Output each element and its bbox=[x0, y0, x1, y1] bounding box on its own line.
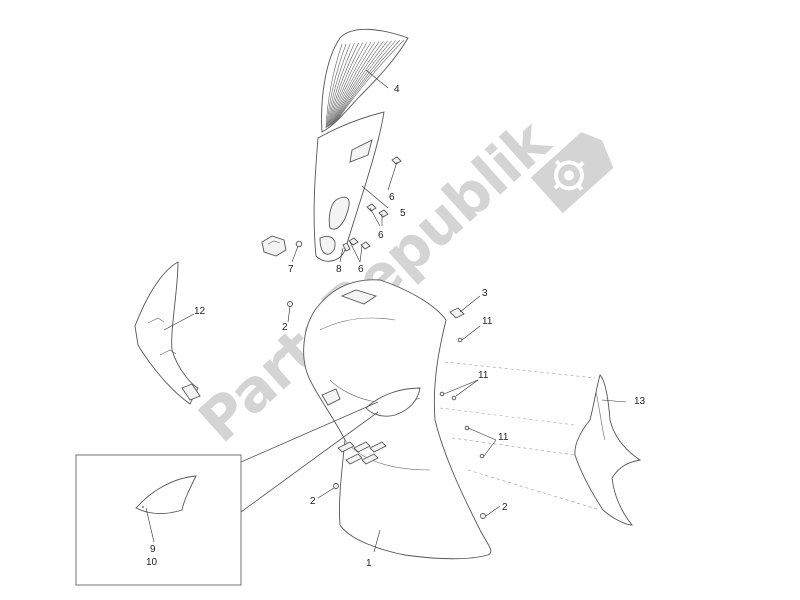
part-4-grille bbox=[321, 28, 409, 133]
callout-7: 7 bbox=[288, 264, 294, 275]
leader-lines bbox=[145, 69, 627, 553]
callout-6-top: 6 bbox=[389, 192, 395, 203]
clips-6 bbox=[342, 156, 402, 252]
projection-lines bbox=[439, 361, 601, 511]
callout-11-low: 11 bbox=[498, 432, 509, 443]
callout-labels: 4 6 5 6 6 8 7 2 3 11 11 11 12 13 1 2 2 9… bbox=[146, 84, 646, 569]
callout-11-mid: 11 bbox=[478, 370, 489, 381]
callout-4: 4 bbox=[394, 84, 400, 95]
callout-9: 9 bbox=[150, 544, 156, 555]
part-1-leg-shield bbox=[303, 279, 492, 560]
part-3-clip bbox=[449, 307, 465, 319]
callout-11-top: 11 bbox=[482, 316, 493, 327]
callout-2-left: 2 bbox=[310, 496, 316, 507]
callout-8: 8 bbox=[336, 264, 342, 275]
callout-2-right: 2 bbox=[502, 502, 508, 513]
callout-2-top: 2 bbox=[282, 322, 288, 333]
callout-12: 12 bbox=[194, 306, 206, 317]
callout-5: 5 bbox=[400, 208, 406, 219]
gear-icon bbox=[530, 132, 614, 214]
part-7-knob bbox=[261, 235, 303, 257]
callout-10: 10 bbox=[146, 557, 158, 568]
callout-1: 1 bbox=[366, 558, 372, 569]
vent-slots bbox=[337, 441, 387, 465]
callout-3: 3 bbox=[482, 288, 488, 299]
part-13-rear-panel bbox=[574, 374, 642, 526]
callout-6-mid: 6 bbox=[378, 230, 384, 241]
detail-inset bbox=[75, 401, 379, 586]
callout-6-low: 6 bbox=[358, 264, 364, 275]
part-12-side-panel bbox=[134, 261, 201, 405]
callout-13: 13 bbox=[634, 396, 646, 407]
